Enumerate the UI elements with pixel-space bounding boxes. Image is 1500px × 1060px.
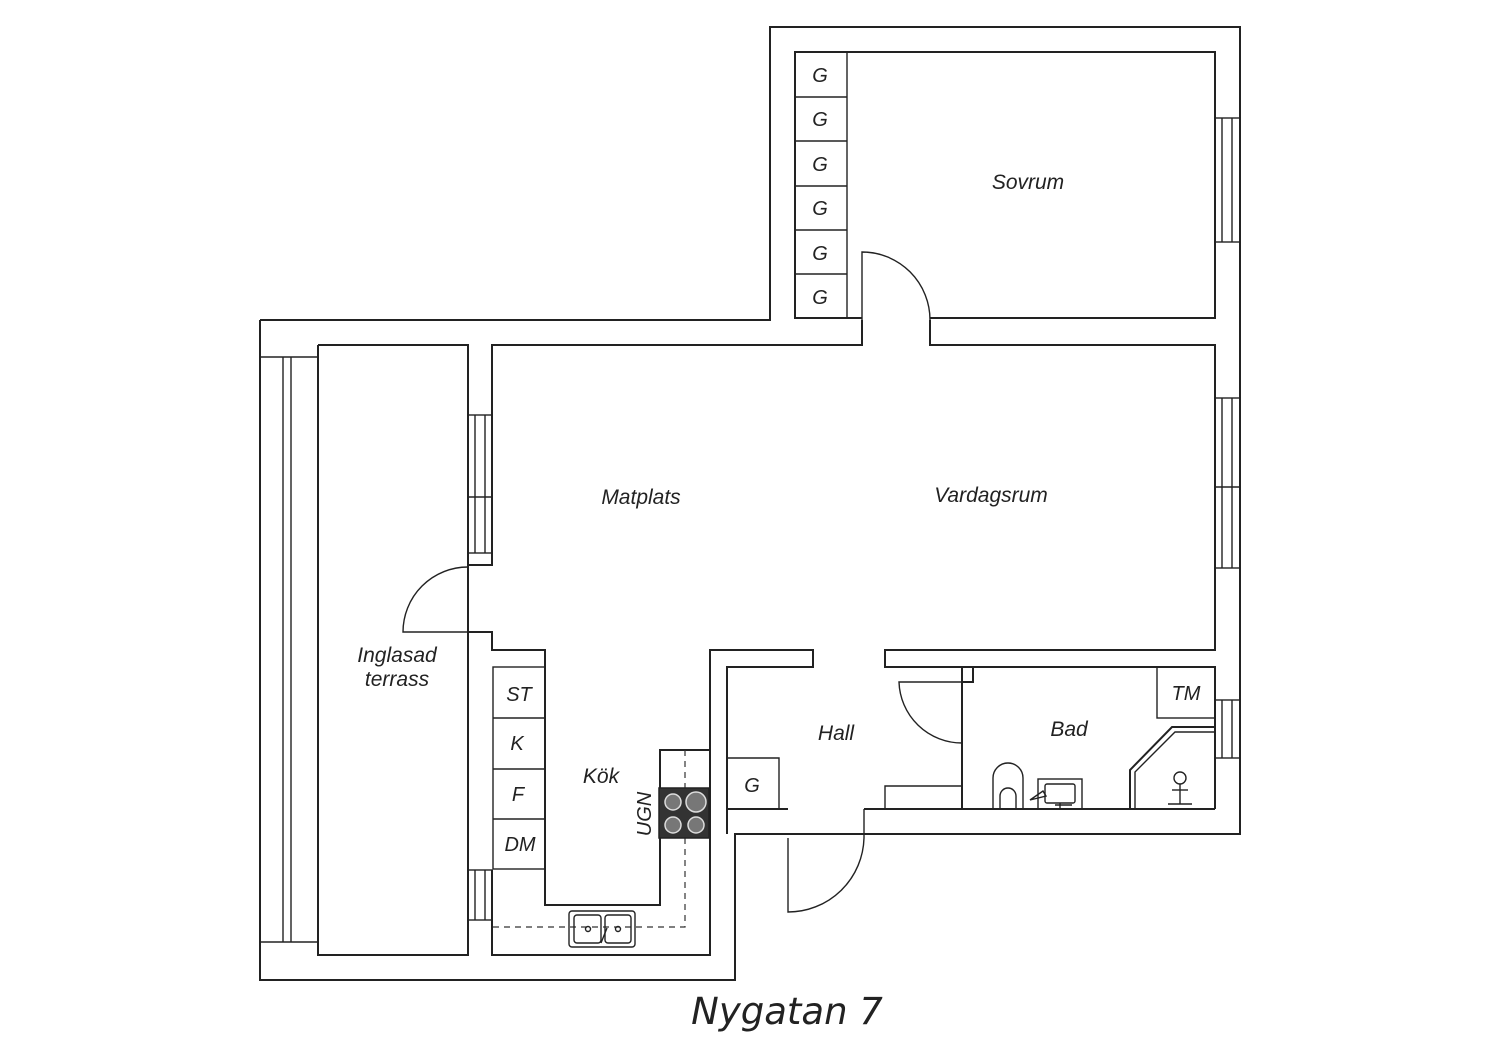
- wardrobe-label: G: [812, 243, 828, 265]
- room-label-vardagsrum: Vardagsrum: [934, 484, 1048, 507]
- kitchen: [467, 666, 711, 956]
- outer-walls: [259, 26, 1241, 981]
- tm-label: TM: [1172, 683, 1201, 705]
- room-label-terrace-line1: Inglasad: [357, 644, 438, 667]
- bathroom: [973, 666, 1241, 810]
- wardrobe-label: G: [812, 154, 828, 176]
- hall: [727, 650, 1215, 913]
- shower-icon: [1168, 771, 1192, 805]
- glazed-terrace: [260, 344, 469, 956]
- hall-wardrobe-label: G: [744, 775, 760, 797]
- wardrobe-label: G: [812, 65, 828, 87]
- wardrobe-label: G: [812, 109, 828, 131]
- living-dining: [467, 320, 1241, 906]
- room-label-hall: Hall: [818, 722, 856, 745]
- sink-icon: [568, 910, 636, 948]
- kitchen-unit-st: ST: [506, 684, 533, 706]
- room-label-terrace-line2: terrass: [365, 668, 430, 691]
- oven-label: UGN: [634, 791, 656, 836]
- wardrobe-label: G: [812, 287, 828, 309]
- kitchen-unit-f: F: [512, 784, 526, 806]
- kitchen-unit-dm: DM: [504, 834, 535, 856]
- room-label-matplats: Matplats: [601, 486, 681, 509]
- room-label-sovrum: Sovrum: [992, 171, 1064, 194]
- wardrobe-label: G: [812, 198, 828, 220]
- kitchen-unit-k: K: [510, 733, 525, 755]
- plan-caption: Nygatan 7: [691, 990, 883, 1033]
- bedroom: [794, 51, 1241, 345]
- room-label-kok: Kök: [583, 765, 621, 788]
- washbasin-icon: [1029, 778, 1083, 810]
- room-label-bad: Bad: [1050, 718, 1089, 741]
- toilet-icon: [992, 762, 1024, 809]
